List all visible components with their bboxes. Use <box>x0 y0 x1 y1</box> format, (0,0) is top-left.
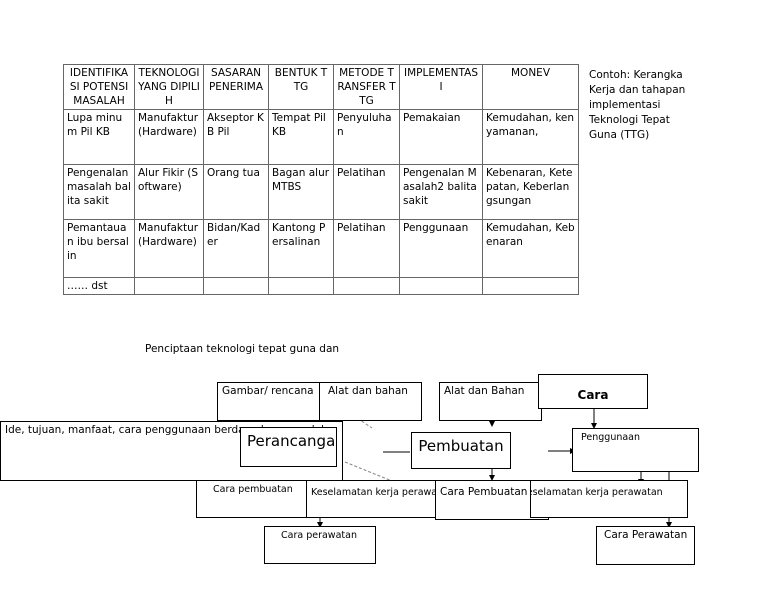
table-cell <box>482 277 579 295</box>
keselamatan-kerja-label: Keselamatan kerja perawatan <box>311 487 437 498</box>
table-cell: …… dst <box>63 277 135 295</box>
table-row: Pemantauan ibu bersalin Manufaktur (Hard… <box>63 219 579 278</box>
cara-label: Cara <box>577 388 609 402</box>
connector-line <box>344 461 393 482</box>
table-cell: Penyuluhan <box>333 109 400 165</box>
cara-pembuatan-label: Cara pembuatan <box>213 484 293 495</box>
keselamatan-kerja-label-2: Keselamatan kerja perawatan <box>530 487 663 498</box>
table-row: Lupa minum Pil KB Manufaktur (Hardware) … <box>63 109 579 165</box>
pembuatan-label: Pembuatan <box>418 437 504 455</box>
gambar-rencana-box: Gambar/ rencana <box>217 382 321 421</box>
perancangan-box: Perancangan <box>240 427 337 467</box>
cara-pembuatan-box: Cara pembuatan <box>196 480 308 518</box>
keselamatan-kerja-box-2: Keselamatan kerja perawatan <box>530 480 688 518</box>
table-cell: Pengenalan masalah balita sakit <box>63 164 135 220</box>
table-cell: Bidan/Kader <box>203 219 269 278</box>
alat-bahan-label: Alat dan bahan <box>328 385 408 397</box>
alat-bahan-box: Alat dan bahan <box>319 382 422 421</box>
table-cell: Pelatihan <box>333 164 400 220</box>
table-cell: Pemantauan ibu bersalin <box>63 219 135 278</box>
cara-perawatan-box: Cara perawatan <box>264 526 376 564</box>
example-note: Contoh: Kerangka Kerja dan tahapan imple… <box>589 69 686 141</box>
keselamatan-kerja-box: Keselamatan kerja perawatan <box>306 480 437 518</box>
penggunaan-box: Penggunaan <box>572 428 699 472</box>
header-cell: IDENTIFIKASI POTENSI MASALAH <box>63 64 135 110</box>
table-cell: Tempat Pil KB <box>268 109 334 165</box>
cara-pembuatan-label-2: Cara Pembuatan <box>440 486 528 498</box>
penggunaan-label: Penggunaan <box>581 432 641 443</box>
header-cell: MONEV <box>482 64 579 110</box>
cara-perawatan-box-2: Cara Perawatan <box>596 526 695 565</box>
pembuatan-box: Pembuatan <box>411 432 511 469</box>
cara-perawatan-label-2: Cara Perawatan <box>604 529 688 541</box>
table-header-row: IDENTIFIKASI POTENSI MASALAH TEKNOLOGI Y… <box>63 64 579 110</box>
table-cell: Kemudahan, Kebenaran <box>482 219 579 278</box>
table-row: Pengenalan masalah balita sakit Alur Fik… <box>63 164 579 220</box>
alat-bahan-box-2: Alat dan Bahan <box>439 382 542 421</box>
header-cell: SASARAN PENERIMA <box>203 64 269 110</box>
header-cell: IMPLEMENTASI <box>399 64 483 110</box>
table-cell: Kebenaran, Ketepatan, Keberlangsungan <box>482 164 579 220</box>
perancangan-label: Perancangan <box>247 432 337 450</box>
table-cell: Manufaktur (Hardware) <box>134 109 204 165</box>
alat-bahan-label-2: Alat dan Bahan <box>444 385 525 397</box>
table-cell: Bagan alur MTBS <box>268 164 334 220</box>
diagram-subtitle: Penciptaan teknologi tepat guna dan <box>145 343 340 355</box>
table-cell: Kantong Persalinan <box>268 219 334 278</box>
cara-box: Cara <box>538 374 648 409</box>
table-cell: Alur Fikir (Software) <box>134 164 204 220</box>
gambar-rencana-label: Gambar/ rencana <box>222 385 314 397</box>
header-cell: BENTUK TTG <box>268 64 334 110</box>
table-row: …… dst <box>63 277 579 295</box>
cara-perawatan-label: Cara perawatan <box>281 530 357 541</box>
table-cell: Lupa minum Pil KB <box>63 109 135 165</box>
ttg-framework-table: IDENTIFIKASI POTENSI MASALAH TEKNOLOGI Y… <box>63 64 579 295</box>
